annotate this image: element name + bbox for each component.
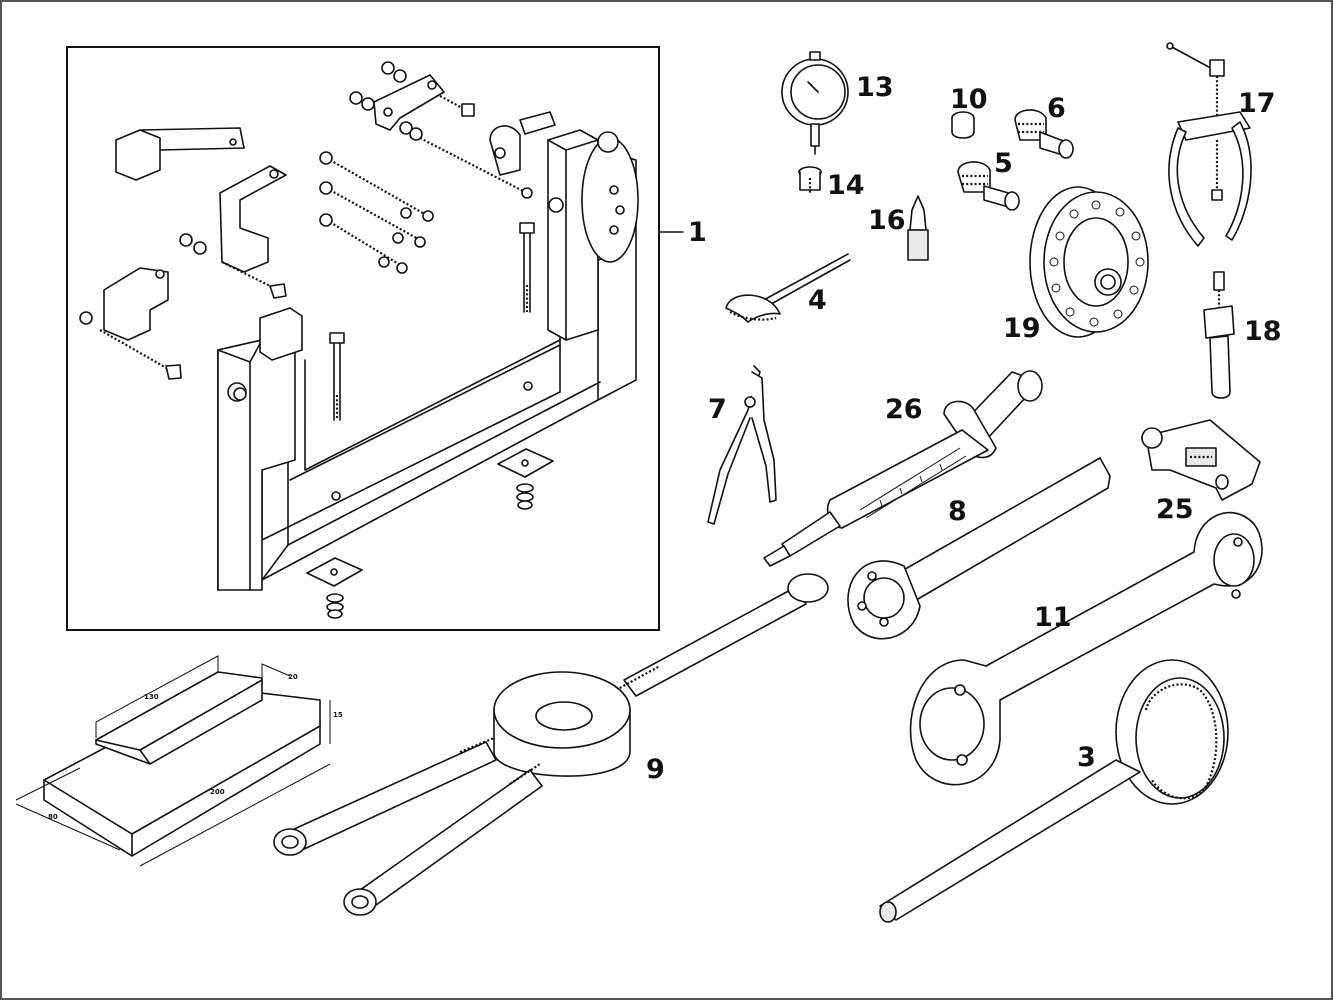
- callout-18: 18: [1244, 316, 1282, 347]
- callout-9: 9: [646, 754, 665, 785]
- adapter-14-drawing: [798, 166, 822, 194]
- puller-17-drawing: [1166, 42, 1252, 247]
- callout-10: 10: [950, 84, 988, 115]
- puller-18-drawing: [1203, 271, 1235, 399]
- spanner-4-drawing: [725, 253, 851, 323]
- tool-25-drawing: [1141, 419, 1261, 501]
- spanner-11-drawing: [909, 511, 1263, 786]
- callout-1: 1: [688, 217, 707, 248]
- callout-25: 25: [1156, 494, 1194, 525]
- callout-13: 13: [856, 72, 894, 103]
- callout-14: 14: [827, 170, 865, 201]
- callout-8: 8: [948, 496, 967, 527]
- flywheel-19-drawing: [1029, 186, 1149, 338]
- wooden-blocks-drawing: [15, 655, 331, 867]
- tool-3-drawing: [879, 659, 1229, 923]
- engine-stand-kit-drawing: [66, 46, 684, 631]
- dimension-130: 130: [144, 693, 159, 701]
- bolts: [79, 61, 535, 421]
- callout-7: 7: [708, 394, 727, 425]
- callout-11: 11: [1034, 602, 1072, 633]
- tool-5-drawing: [957, 161, 1020, 211]
- dimension-20: 20: [288, 673, 298, 681]
- sealant-16-drawing: [907, 195, 929, 261]
- callout-26: 26: [885, 394, 923, 425]
- callout-17: 17: [1238, 88, 1276, 119]
- tool-6-drawing: [1014, 109, 1074, 159]
- tool-9-drawing: [273, 573, 829, 916]
- pliers-7-drawing: [707, 365, 777, 525]
- callout-3: 3: [1077, 742, 1096, 773]
- callout-4: 4: [808, 285, 827, 316]
- dimension-80: 80: [48, 813, 58, 821]
- dial-gauge-drawing: [781, 51, 849, 155]
- callout-6: 6: [1047, 93, 1066, 124]
- spanner-8-drawing: [847, 457, 1111, 640]
- bush-10-drawing: [951, 111, 975, 139]
- callout-5: 5: [994, 148, 1013, 179]
- dimension-15: 15: [333, 711, 343, 719]
- callout-19: 19: [1003, 313, 1041, 344]
- callout-16: 16: [868, 205, 906, 236]
- dimension-200: 200: [210, 788, 225, 796]
- syringe-26-drawing: [763, 370, 1043, 567]
